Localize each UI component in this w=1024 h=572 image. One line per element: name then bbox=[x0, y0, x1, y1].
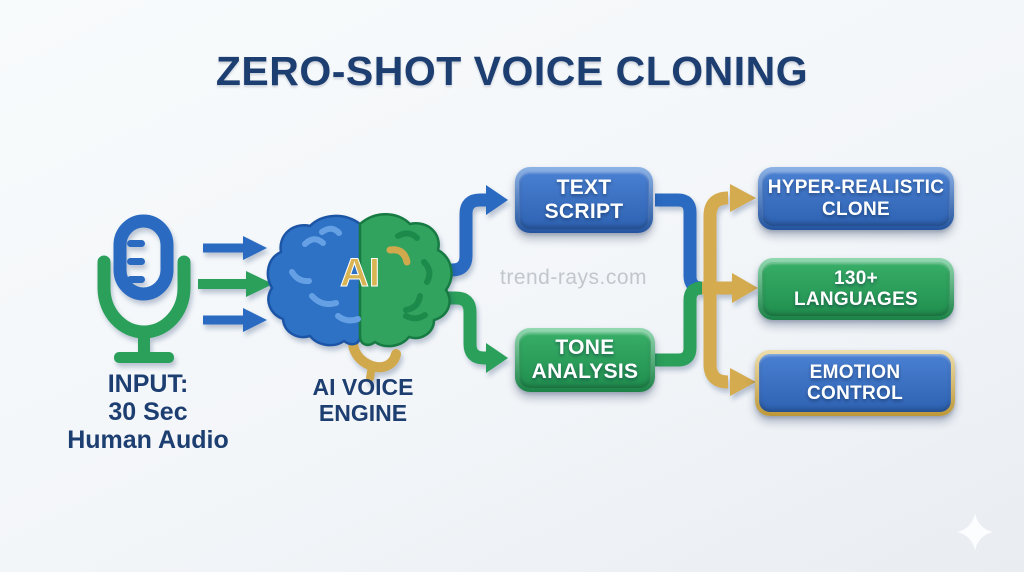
input-caption: INPUT: 30 Sec Human Audio bbox=[38, 370, 258, 454]
node-label-line: HYPER-REALISTIC bbox=[767, 177, 945, 199]
node-emotion-control: EMOTION CONTROL bbox=[755, 350, 955, 416]
watermark: trend-rays.com bbox=[500, 266, 648, 289]
node-label-line: LANGUAGES bbox=[793, 289, 919, 310]
process-to-junction-connectors bbox=[655, 193, 704, 367]
node-label-line: EMOTION bbox=[809, 361, 901, 383]
microphone-icon bbox=[97, 214, 191, 363]
engine-caption-line: ENGINE bbox=[318, 400, 408, 427]
node-languages: 130+ LANGUAGES bbox=[758, 258, 954, 320]
node-label-line: TONE bbox=[555, 336, 615, 360]
input-caption-line: INPUT: bbox=[107, 370, 189, 398]
node-label-line: TEXT bbox=[556, 176, 612, 200]
node-label-line: 130+ bbox=[834, 267, 878, 289]
page-title: ZERO-SHOT VOICE CLONING bbox=[215, 48, 809, 94]
junction-to-output-connectors bbox=[702, 184, 758, 396]
node-tone-analysis: TONE ANALYSIS bbox=[515, 328, 655, 392]
node-text-script: TEXT SCRIPT bbox=[515, 167, 653, 233]
input-caption-line: Human Audio bbox=[67, 426, 229, 454]
node-label-line: SCRIPT bbox=[544, 200, 624, 223]
input-caption-line: 30 Sec bbox=[108, 398, 188, 426]
node-label-line: ANALYSIS bbox=[531, 360, 639, 383]
ai-brain-icon: AI bbox=[266, 213, 453, 382]
input-flow-arrows-icon bbox=[198, 236, 273, 332]
node-hyper-realistic-clone: HYPER-REALISTIC CLONE bbox=[758, 167, 954, 230]
node-label-line: CLONE bbox=[822, 198, 890, 220]
sparkle-icon bbox=[957, 514, 993, 550]
engine-to-process-connectors bbox=[432, 185, 508, 373]
brain-ai-label: AI bbox=[340, 251, 380, 295]
engine-caption-line: AI VOICE bbox=[312, 374, 414, 400]
node-label-line: CONTROL bbox=[806, 383, 904, 404]
engine-caption: AI VOICE ENGINE bbox=[273, 374, 453, 427]
